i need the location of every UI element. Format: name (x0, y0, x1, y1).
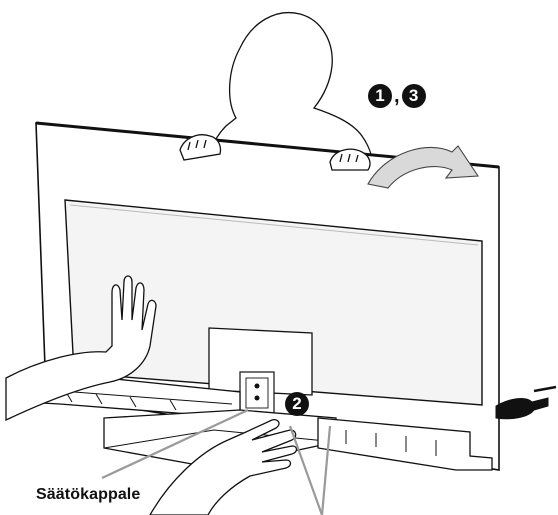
steps-1-3-label: 1 , 3 (368, 81, 426, 111)
step-badge-1: 1 (368, 84, 392, 108)
step-badge-3: 3 (402, 84, 426, 108)
adjuster-callout-label: Säätökappale (36, 486, 140, 504)
step-badge-2: 2 (285, 392, 309, 416)
screwdriver-icon (496, 387, 556, 419)
step-separator: , (394, 85, 400, 108)
